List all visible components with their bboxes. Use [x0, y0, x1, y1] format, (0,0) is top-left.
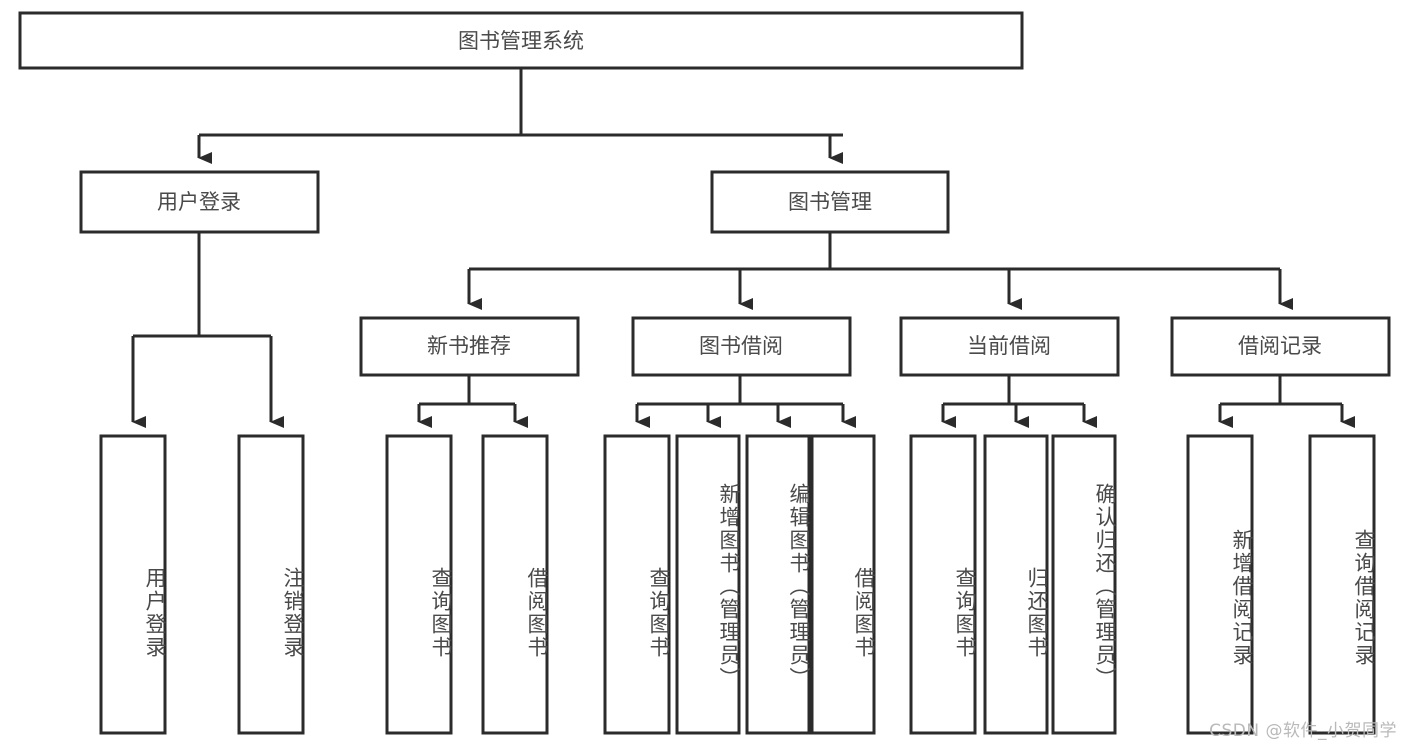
node-new-book-recommend-label: 新书推荐 — [427, 334, 511, 358]
node-book-management-label: 图书管理 — [788, 190, 872, 214]
node-book-management[interactable]: 图书管理 — [710, 170, 950, 234]
node-book-borrow-label: 图书借阅 — [699, 334, 783, 358]
leaf-box-borrow-book-1[interactable] — [481, 434, 549, 735]
node-root-system-label: 图书管理系统 — [458, 29, 584, 53]
csdn-watermark: CSDN @软件_小贺同学 — [1209, 721, 1397, 741]
node-user-login[interactable]: 用户登录 — [79, 170, 320, 234]
leaf-box-borrow-book-2[interactable] — [810, 434, 876, 735]
leaf-box-query-book-3[interactable] — [909, 434, 977, 735]
node-root-system[interactable]: 图书管理系统 — [18, 11, 1024, 70]
leaf-box-edit-book-admin[interactable] — [745, 434, 811, 735]
connector-current-to-leaves — [941, 375, 1097, 428]
leaf-box-add-record[interactable] — [1186, 434, 1254, 735]
leaf-box-query-record[interactable] — [1308, 434, 1376, 735]
node-current-borrow[interactable]: 当前借阅 — [899, 316, 1120, 377]
connector-record-to-leaves — [1218, 375, 1355, 428]
node-user-login-label: 用户登录 — [157, 190, 241, 214]
leaf-box-user-login[interactable] — [99, 434, 167, 735]
node-borrow-record[interactable]: 借阅记录 — [1170, 316, 1391, 377]
node-borrow-record-label: 借阅记录 — [1238, 334, 1322, 358]
connector-root-to-level1 — [197, 68, 843, 164]
leaf-box-query-book-2[interactable] — [603, 434, 671, 735]
connector-bookmgmt-to-level2 — [467, 232, 1293, 310]
connector-userlogin-to-leaves — [131, 232, 284, 428]
node-current-borrow-label: 当前借阅 — [967, 334, 1051, 358]
leaf-box-confirm-return[interactable] — [1051, 434, 1117, 735]
node-book-borrow[interactable]: 图书借阅 — [631, 316, 852, 377]
leaf-box-logout[interactable] — [237, 434, 305, 735]
connector-newbook-to-leaves — [417, 375, 528, 428]
leaf-box-query-book-1[interactable] — [385, 434, 453, 735]
node-new-book-recommend[interactable]: 新书推荐 — [359, 316, 580, 377]
connector-borrow-to-leaves — [635, 375, 856, 428]
leaf-box-return-book[interactable] — [983, 434, 1049, 735]
leaf-box-add-book-admin[interactable] — [675, 434, 741, 735]
